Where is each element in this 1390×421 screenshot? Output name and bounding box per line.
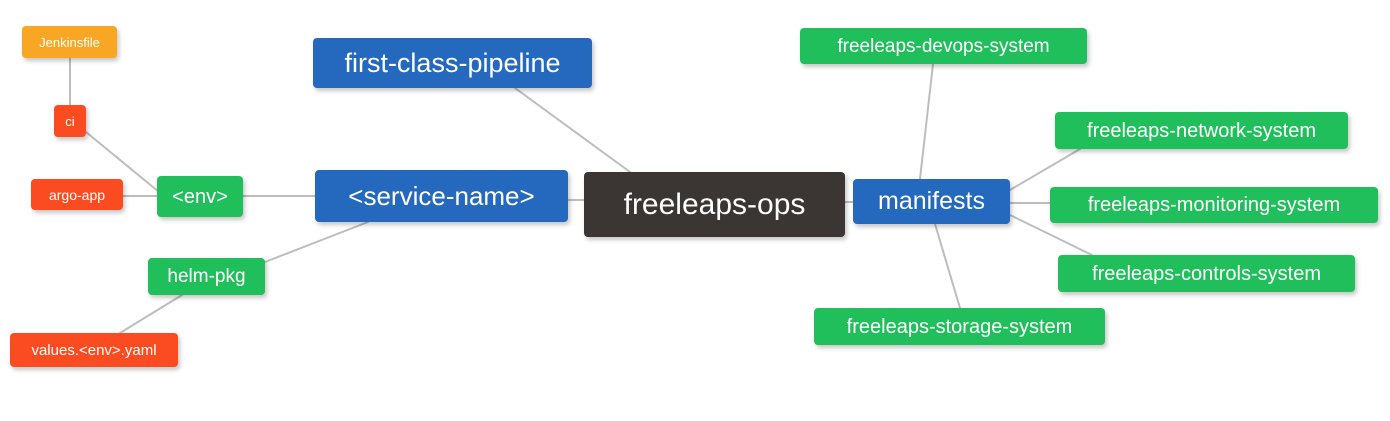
node-label-service-name: <service-name> (348, 181, 535, 211)
node-manifests[interactable]: manifests (853, 179, 1010, 224)
node-label-freeleaps-network-system: freeleaps-network-system (1087, 119, 1316, 142)
node-freeleaps-storage-system[interactable]: freeleaps-storage-system (814, 308, 1105, 345)
edge-first-class-pipeline-to-freeleaps-ops (514, 87, 631, 173)
node-service-name[interactable]: <service-name> (315, 170, 568, 222)
node-freeleaps-devops-system[interactable]: freeleaps-devops-system (800, 28, 1087, 64)
node-label-helm-pkg: helm-pkg (167, 266, 246, 287)
node-freeleaps-ops[interactable]: freeleaps-ops (584, 172, 845, 237)
node-label-values-env-yaml: values.<env>.yaml (31, 341, 157, 359)
node-jenkinsfile[interactable]: Jenkinsfile (22, 26, 117, 58)
node-label-freeleaps-monitoring-system: freeleaps-monitoring-system (1087, 194, 1341, 216)
node-label-freeleaps-storage-system: freeleaps-storage-system (846, 315, 1073, 338)
node-label-manifests: manifests (878, 187, 985, 215)
node-label-ci: ci (65, 113, 75, 129)
edge-manifests-to-freeleaps-devops-system (919, 63, 934, 180)
node-values-env-yaml[interactable]: values.<env>.yaml (10, 333, 178, 367)
node-argo-app[interactable]: argo-app (31, 179, 123, 210)
edge-manifests-to-freeleaps-network-system (1009, 148, 1081, 191)
node-label-argo-app: argo-app (48, 186, 106, 203)
edge-helm-pkg-to-values-env-yaml (119, 294, 183, 334)
node-freeleaps-network-system[interactable]: freeleaps-network-system (1055, 112, 1348, 149)
node-helm-pkg[interactable]: helm-pkg (148, 258, 265, 295)
node-freeleaps-controls-system[interactable]: freeleaps-controls-system (1058, 255, 1355, 292)
node-label-jenkinsfile: Jenkinsfile (39, 34, 100, 50)
edge-service-name-to-helm-pkg (264, 221, 369, 263)
node-label-freeleaps-devops-system: freeleaps-devops-system (837, 35, 1050, 57)
edge-manifests-to-freeleaps-storage-system (934, 223, 961, 309)
node-env[interactable]: <env> (157, 176, 243, 217)
node-first-class-pipeline[interactable]: first-class-pipeline (313, 38, 592, 88)
node-ci[interactable]: ci (54, 105, 86, 137)
node-label-freeleaps-controls-system: freeleaps-controls-system (1092, 262, 1321, 285)
node-label-env: <env> (172, 185, 228, 208)
node-label-first-class-pipeline: first-class-pipeline (344, 47, 561, 78)
node-freeleaps-monitoring-system[interactable]: freeleaps-monitoring-system (1050, 187, 1378, 223)
node-label-freeleaps-ops: freeleaps-ops (623, 187, 806, 221)
